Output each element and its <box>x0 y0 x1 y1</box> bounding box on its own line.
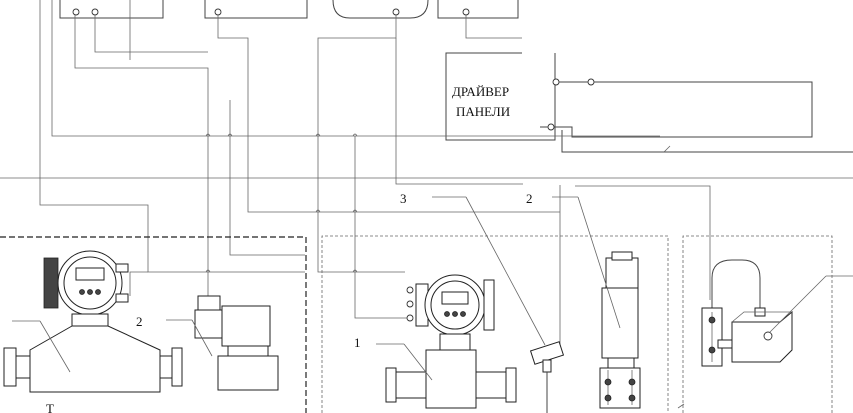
driver-panel-label-line2: ПАНЕЛИ <box>456 104 510 119</box>
level-transmitter: 2 <box>526 191 641 409</box>
bus-lines <box>0 0 853 355</box>
misc-marks <box>663 145 685 409</box>
driver-panel-label-line1: ДРАЙВЕР <box>452 84 509 99</box>
coriolis-flowmeter <box>3 250 183 393</box>
electromagnetic-flowmeter: 1 <box>354 274 517 409</box>
bottom-text-fragment: Т <box>46 401 54 413</box>
solenoid-valve: 2 <box>136 295 279 391</box>
callout-2-right: 2 <box>526 191 533 206</box>
callout-2-valve: 2 <box>136 314 143 329</box>
dashed-frames <box>0 235 833 413</box>
callout-3: 3 <box>400 191 407 206</box>
callout-1: 1 <box>354 335 361 350</box>
top-terminal-boxes <box>59 0 519 19</box>
driver-panel: ДРАЙВЕР ПАНЕЛИ <box>445 52 853 153</box>
temperature-sensor: 3 <box>400 191 565 413</box>
analyzer-unit <box>701 259 853 367</box>
